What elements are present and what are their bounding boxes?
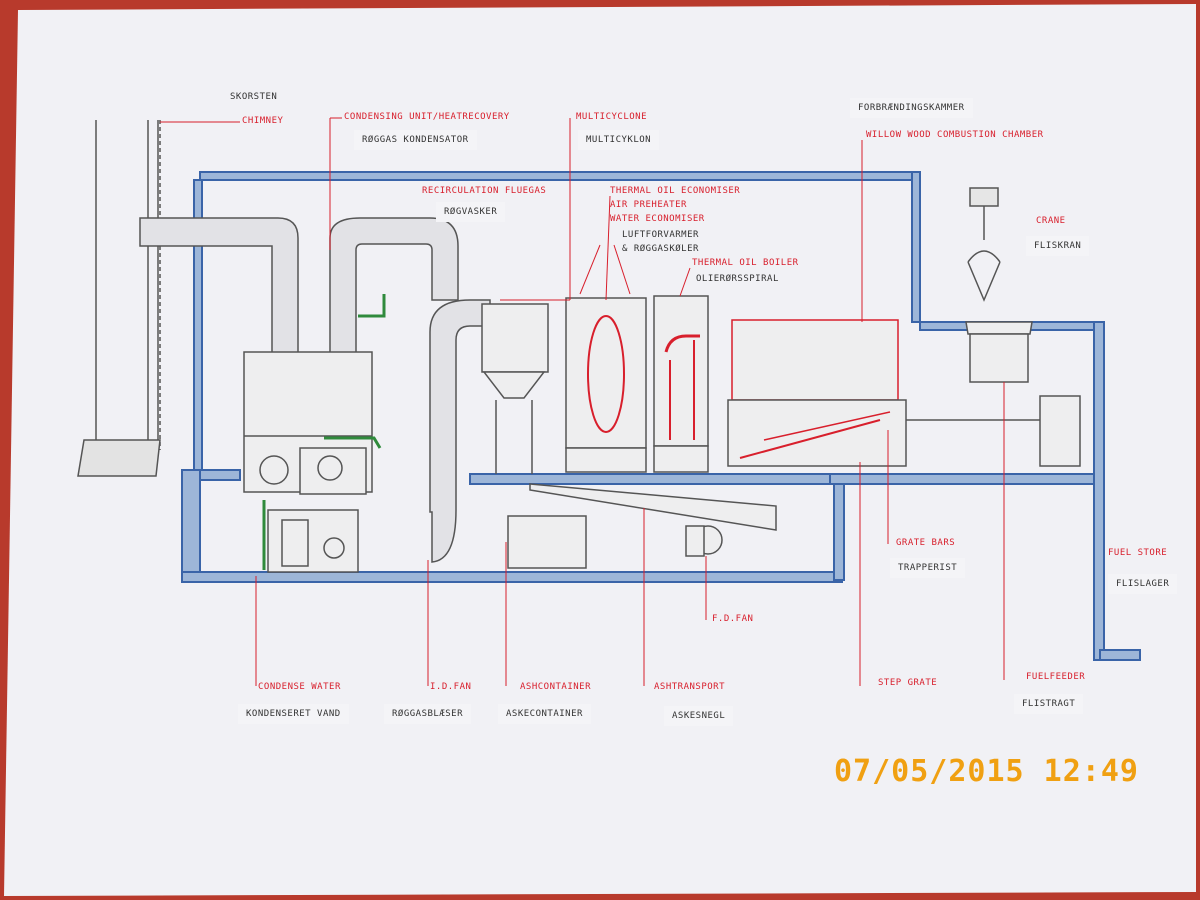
label-grate-bars: GRATE BARS [896,538,956,548]
label-thermal-oil-boiler: THERMAL OIL BOILER [692,258,799,268]
chimney [77,120,161,477]
label-roggas-kondensator: RØGGAS KONDENSATOR [354,130,477,150]
label-multicyklon: MULTICYKLON [578,130,660,150]
label-chimney: CHIMNEY [242,116,284,126]
label-crane: CRANE [1036,216,1066,226]
label-olierorsspiral: OLIERØRSSPIRAL [696,274,779,284]
label-askecontainer: ASKECONTAINER [498,704,591,724]
label-willow-chamber: WILLOW WOOD COMBUSTION CHAMBER [866,130,1044,140]
label-id-fan: I.D.FAN [430,682,472,692]
label-condense-water: CONDENSE WATER [258,682,341,692]
ash-system [507,483,777,569]
label-ashtransport: ASHTRANSPORT [654,682,726,692]
label-askesnegl: ASKESNEGL [664,706,734,726]
label-step-grate: STEP GRATE [878,678,938,688]
label-trapperist: TRAPPERIST [890,558,966,578]
label-air-preheater: AIR PREHEATER [610,200,687,210]
label-rogvasker: RØGVASKER [436,202,506,222]
label-fuel-store: FUEL STORE [1108,548,1168,558]
label-luftforvarmer: LUFTFORVARMER [622,230,699,240]
economiser-unit [565,297,647,473]
label-multicyclone: MULTICYCLONE [576,112,648,122]
condensate-pipe [262,294,386,570]
label-recirculation: RECIRCULATION FLUEGAS [422,186,547,196]
label-flislager: FLISLAGER [1108,574,1178,594]
fuel-feeder-unit [906,321,1081,467]
leader-lines [160,117,1005,686]
label-condensing-unit: CONDENSING UNIT/HEATRECOVERY [344,112,510,122]
label-thermal-oil-economiser: THERMAL OIL ECONOMISER [610,186,741,196]
label-skorsten: SKORSTEN [230,92,278,102]
label-fuelfeeder: FUELFEEDER [1026,672,1086,682]
label-fliskran: FLISKRAN [1026,236,1090,256]
label-flistragt: FLISTRAGT [1014,694,1084,714]
flue-ducts [139,217,491,563]
label-roggasblaeser: RØGGASBLÆSER [384,704,472,724]
condensing-unit [243,351,373,573]
combustion-chamber [727,319,907,467]
date-stamp: 07/05/2015 12:49 [834,754,1139,789]
label-water-economiser: WATER ECONOMISER [610,214,705,224]
thermal-oil-boiler [653,295,709,473]
label-fd-fan: F.D.FAN [712,614,754,624]
label-ashcontainer: ASHCONTAINER [520,682,592,692]
label-forbraendingskammer: FORBRÆNDINGSKAMMER [850,98,973,118]
label-kondenseret-vand: KONDENSERET VAND [238,704,349,724]
multicyclone-unit [481,303,549,474]
crane-grab [967,187,1001,302]
building-walls [181,171,1141,661]
label-roggaskoler: & RØGGASKØLER [622,244,699,254]
